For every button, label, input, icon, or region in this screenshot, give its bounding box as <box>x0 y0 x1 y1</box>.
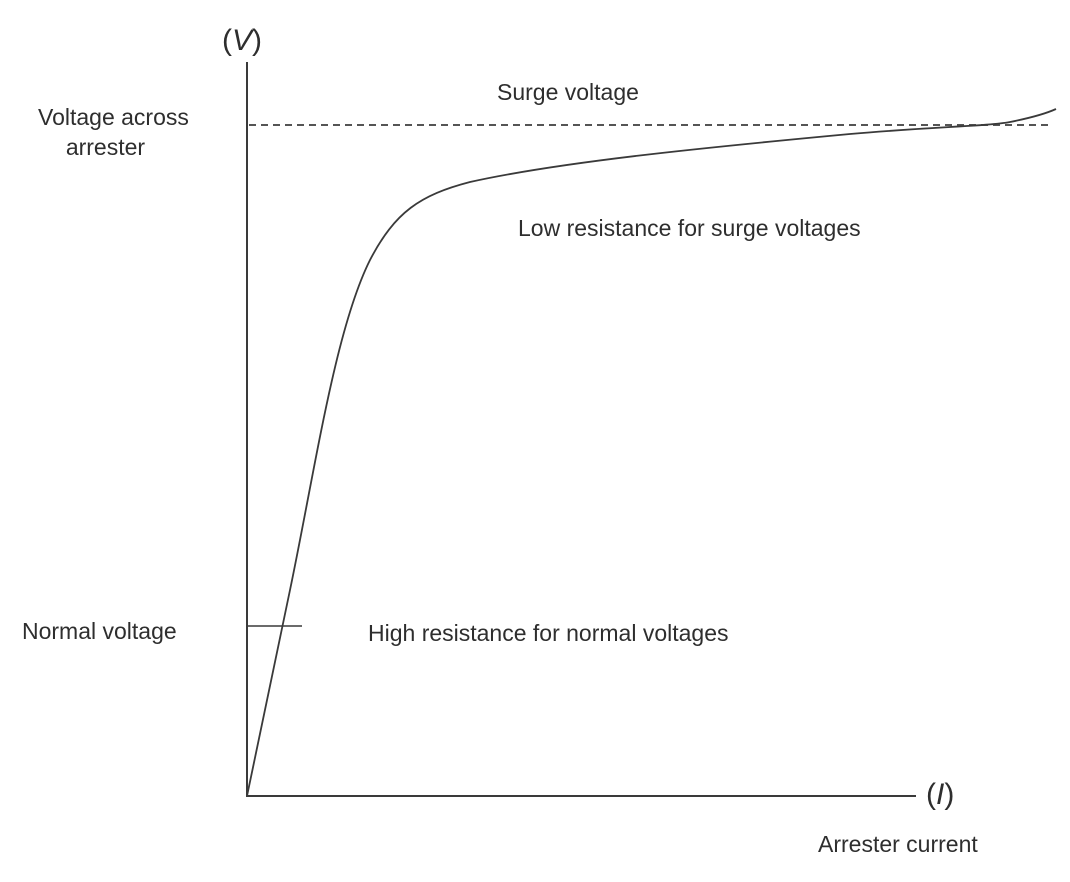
high-resistance-label: High resistance for normal voltages <box>368 620 729 646</box>
y-axis-label-line2: arrester <box>65 134 146 160</box>
y-axis-label-line1: Voltage across <box>38 104 189 130</box>
normal-voltage-label: Normal voltage <box>22 618 177 644</box>
x-axis-label: Arrester current <box>818 831 978 857</box>
y-axis-symbol: (V) <box>222 24 263 57</box>
low-resistance-label: Low resistance for surge voltages <box>518 215 861 241</box>
x-axis-symbol: (I) <box>926 778 955 811</box>
arrester-vi-curve <box>246 108 1057 797</box>
y-axis-label: Voltage across arrester <box>38 102 189 162</box>
surge-voltage-label: Surge voltage <box>497 79 639 105</box>
